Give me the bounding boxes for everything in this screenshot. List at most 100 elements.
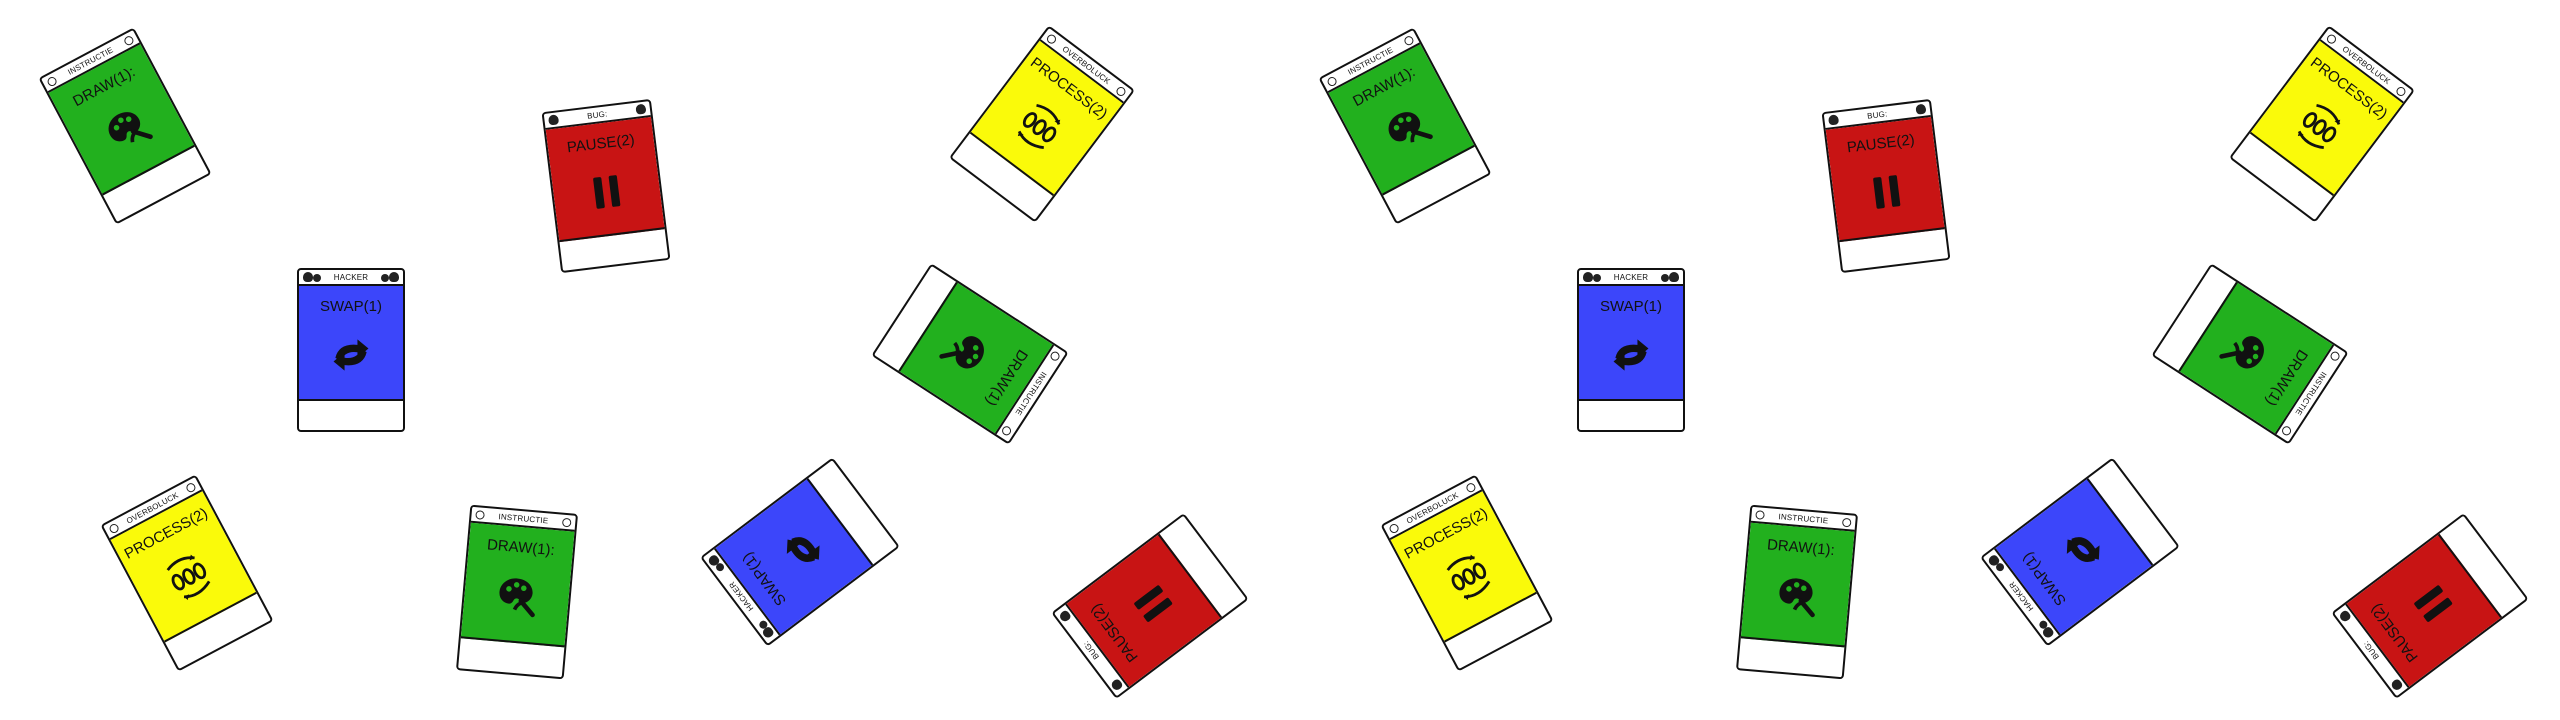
card-action-label: SWAP(1): [320, 298, 382, 315]
card-action-label: DRAW(1):: [486, 536, 556, 560]
bolt-icon: [107, 522, 121, 535]
bug-icon: [1109, 677, 1124, 692]
bolt-icon: [1048, 349, 1062, 363]
card-body: PROCESS(2): [2249, 40, 2403, 197]
swap-icon: [1608, 332, 1654, 378]
card-body: DRAW(1): [2178, 281, 2333, 434]
card-body: PAUSE(2): [1066, 533, 1223, 687]
process-icon: [158, 545, 220, 607]
card-action-label: PAUSE(2): [565, 131, 636, 157]
palette-icon: [2214, 319, 2278, 383]
card-pattern-tile-left: INSTRUCTIE DRAW(1): BUG: PAUSE(2) OVERBOLUCK…: [38, 25, 1249, 700]
card-pause-a[interactable]: BUG: PAUSE(2): [541, 98, 671, 274]
bolt-icon: [184, 481, 197, 494]
card-draw-c[interactable]: INSTRUCTIE DRAW(1):: [1735, 504, 1859, 680]
card-swap-a[interactable]: HACKER SWAP(1): [297, 268, 405, 432]
process-icon: [1438, 545, 1500, 607]
card-body: DRAW(1):: [460, 522, 575, 648]
bolt-icon: [2328, 349, 2342, 363]
card-header-text: INSTRUCTIE: [1778, 511, 1829, 525]
card-header: HACKER: [1579, 270, 1683, 286]
pause-icon: [1861, 166, 1912, 217]
palette-icon: [934, 319, 998, 383]
card-body: SWAP(1): [1995, 478, 2154, 635]
card-body: SWAP(1): [1579, 286, 1683, 401]
swap-icon: [771, 517, 835, 581]
card-body: PROCESS(2): [1390, 491, 1537, 643]
card-body: DRAW(1):: [1740, 522, 1855, 648]
bolt-icon: [122, 34, 135, 47]
bolt-icon: [561, 517, 572, 528]
card-pattern-tile-right: INSTRUCTIE DRAW(1): BUG: PAUSE(2) OVERBOLUCK…: [1280, 0, 2560, 720]
card-header-text: HACKER: [1613, 272, 1649, 282]
card-pause-a[interactable]: BUG: PAUSE(2): [1821, 98, 1951, 274]
card-action-label: SWAP(1): [1600, 298, 1662, 315]
bolt-icon: [1841, 517, 1852, 528]
pause-icon: [1121, 571, 1185, 635]
card-header-text: INSTRUCTIE: [498, 511, 549, 525]
card-header: HACKER: [299, 270, 403, 286]
bolt-icon: [475, 510, 485, 520]
card-draw-c[interactable]: INSTRUCTIE DRAW(1):: [455, 504, 579, 680]
bolt-icon: [2280, 424, 2293, 438]
bolt-icon: [1755, 510, 1765, 520]
card-action-label: PAUSE(2): [1845, 131, 1916, 157]
hacker-gear-icon: [313, 274, 321, 282]
palette-icon: [96, 98, 158, 160]
palette-icon: [1376, 98, 1438, 160]
card-pause-b[interactable]: BUG:PAUSE(2): [2331, 512, 2529, 700]
bug-icon: [2338, 609, 2353, 624]
card-body: PROCESS(2): [110, 491, 257, 643]
bug-icon: [635, 103, 647, 115]
bolt-icon: [1114, 85, 1128, 98]
card-body: SWAP(1): [715, 478, 874, 635]
card-header-text: BUG:: [1866, 108, 1888, 121]
bug-icon: [1058, 609, 1073, 624]
card-header-text: HACKER: [333, 272, 369, 282]
bolt-icon: [1045, 32, 1058, 46]
pause-icon: [2401, 571, 2465, 635]
bug-icon: [1827, 114, 1840, 126]
card-header-text: BUG:: [586, 108, 608, 121]
bug-icon: [547, 114, 560, 126]
hacker-gear-icon: [1583, 272, 1593, 282]
card-action-label: DRAW(1):: [1766, 536, 1836, 560]
process-icon: [1007, 95, 1071, 159]
bolt-icon: [1325, 75, 1339, 88]
bolt-icon: [1402, 34, 1415, 47]
pause-icon: [581, 166, 632, 217]
card-swap-a[interactable]: HACKER SWAP(1): [1577, 268, 1685, 432]
swap-icon: [2051, 517, 2115, 581]
card-body: PAUSE(2): [545, 117, 665, 243]
bug-icon: [1915, 103, 1927, 115]
bug-icon: [2389, 677, 2404, 692]
hacker-gear-icon: [1661, 274, 1669, 282]
card-body: PAUSE(2): [1825, 117, 1945, 243]
card-body: PAUSE(2): [2346, 533, 2503, 687]
bolt-icon: [2394, 85, 2408, 98]
hacker-gear-icon: [389, 272, 399, 282]
card-body: DRAW(1):: [1328, 44, 1475, 196]
palette-icon: [492, 571, 542, 621]
bolt-icon: [1387, 522, 1401, 535]
process-icon: [2287, 95, 2351, 159]
palette-icon: [1772, 571, 1822, 621]
bolt-icon: [1464, 481, 1477, 494]
bolt-icon: [2325, 32, 2338, 46]
swap-icon: [328, 332, 374, 378]
hacker-gear-icon: [1593, 274, 1601, 282]
hacker-gear-icon: [1669, 272, 1679, 282]
card-body: DRAW(1): [898, 281, 1053, 434]
card-pause-b[interactable]: BUG:PAUSE(2): [1051, 512, 1249, 700]
card-body: DRAW(1):: [48, 44, 195, 196]
